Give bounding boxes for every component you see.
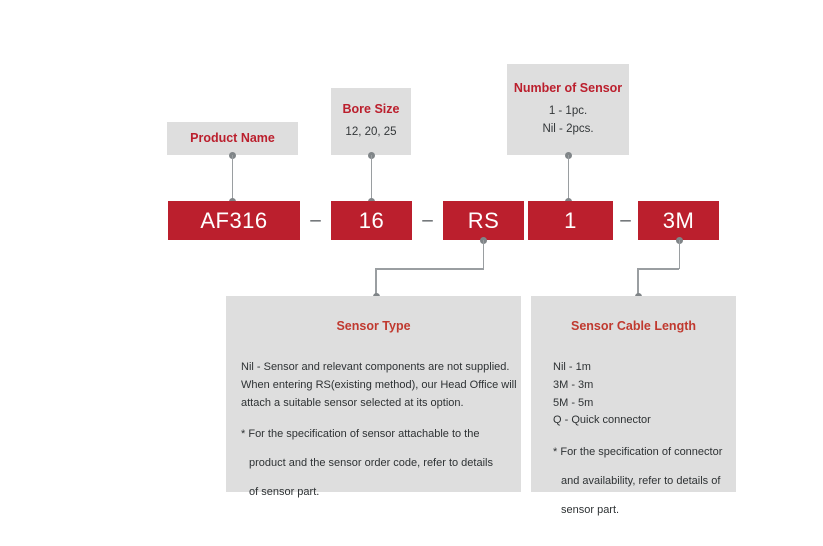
cable-length-note-line-1: * For the specification of connector <box>553 444 736 462</box>
connector-line-sensor-cable-length-h <box>637 268 679 270</box>
callout-bore-size-title: Bore Size <box>342 101 400 116</box>
detail-panel-sensor-cable-length-body: Nil - 1m 3M - 3m 5M - 5m Q - Quick conne… <box>553 359 736 430</box>
detail-panel-sensor-cable-length: Sensor Cable Length Nil - 1m 3M - 3m 5M … <box>531 296 736 516</box>
sensor-count-option-1: 1 - 1pc. <box>548 105 588 118</box>
connector-line-sensor-type-v2 <box>375 268 377 296</box>
sensor-type-note-line-2: product and the sensor order code, refer… <box>249 457 493 470</box>
code-chip-number-of-sensor[interactable]: 1 <box>528 201 613 240</box>
cable-length-option-4: Q - Quick connector <box>553 414 651 427</box>
callout-number-of-sensor-title: Number of Sensor <box>513 81 623 96</box>
cable-length-note-line-3: sensor part. <box>561 503 620 516</box>
detail-panel-sensor-type-title: Sensor Type <box>336 319 411 333</box>
cable-length-option-1: Nil - 1m <box>553 361 591 373</box>
connector-line-product-name <box>231 155 234 201</box>
code-chip-sensor-cable-length[interactable]: 3M <box>638 201 719 240</box>
code-chip-product-name[interactable]: AF316 <box>168 201 300 240</box>
sensor-type-body-line-2: When entering RS(existing method), our H… <box>241 378 517 391</box>
connector-line-sensor-cable-length-v2 <box>637 268 639 296</box>
connector-line-bore-size <box>370 155 373 201</box>
sensor-count-option-2: Nil - 2pcs. <box>542 123 594 136</box>
cable-length-note-text-1: For the specification of connector <box>560 446 723 459</box>
connector-line-sensor-cable-length-v1 <box>678 240 681 269</box>
detail-panel-sensor-type: Sensor Type Nil - Sensor and relevant co… <box>226 296 521 498</box>
detail-panel-sensor-cable-length-title: Sensor Cable Length <box>570 319 697 333</box>
callout-product-name-title: Product Name <box>190 131 275 146</box>
sensor-type-note-line-3: of sensor part. <box>249 486 320 499</box>
sensor-type-body-line-1: Nil - Sensor and relevant components are… <box>241 361 510 373</box>
cable-length-option-2: 3M - 3m <box>553 378 594 391</box>
sensor-type-note-line-1: * For the specification of sensor attach… <box>241 426 521 444</box>
code-separator-3: – <box>620 210 631 231</box>
cable-length-option-3: 5M - 5m <box>553 396 594 409</box>
connector-line-sensor-type-v1 <box>482 240 485 269</box>
code-separator-2: – <box>422 210 433 231</box>
callout-number-of-sensor: Number of Sensor 1 - 1pc. Nil - 2pcs. <box>507 64 629 155</box>
detail-panel-sensor-cable-length-note: * For the specification of connector and… <box>553 444 736 519</box>
detail-panel-sensor-type-body: Nil - Sensor and relevant components are… <box>241 359 521 412</box>
code-chip-sensor-type[interactable]: RS <box>443 201 524 240</box>
connector-line-sensor-type-h <box>375 268 484 270</box>
callout-product-name: Product Name <box>167 122 298 155</box>
callout-bore-size: Bore Size 12, 20, 25 <box>331 88 411 155</box>
sensor-type-body-line-3: attach a suitable sensor selected at its… <box>241 396 464 409</box>
connector-line-number-of-sensor <box>567 155 570 201</box>
callout-number-of-sensor-values: 1 - 1pc. Nil - 2pcs. <box>542 103 593 139</box>
code-separator-1: – <box>310 210 321 231</box>
sensor-type-note-text-1: For the specification of sensor attachab… <box>248 428 480 441</box>
code-chip-bore-size[interactable]: 16 <box>331 201 412 240</box>
callout-bore-size-values: 12, 20, 25 <box>345 126 397 139</box>
cable-length-note-marker: * <box>553 446 558 459</box>
sensor-type-note-marker: * <box>241 428 246 441</box>
cable-length-note-line-2: and availability, refer to details of <box>561 475 721 488</box>
detail-panel-sensor-type-note: * For the specification of sensor attach… <box>241 426 521 501</box>
